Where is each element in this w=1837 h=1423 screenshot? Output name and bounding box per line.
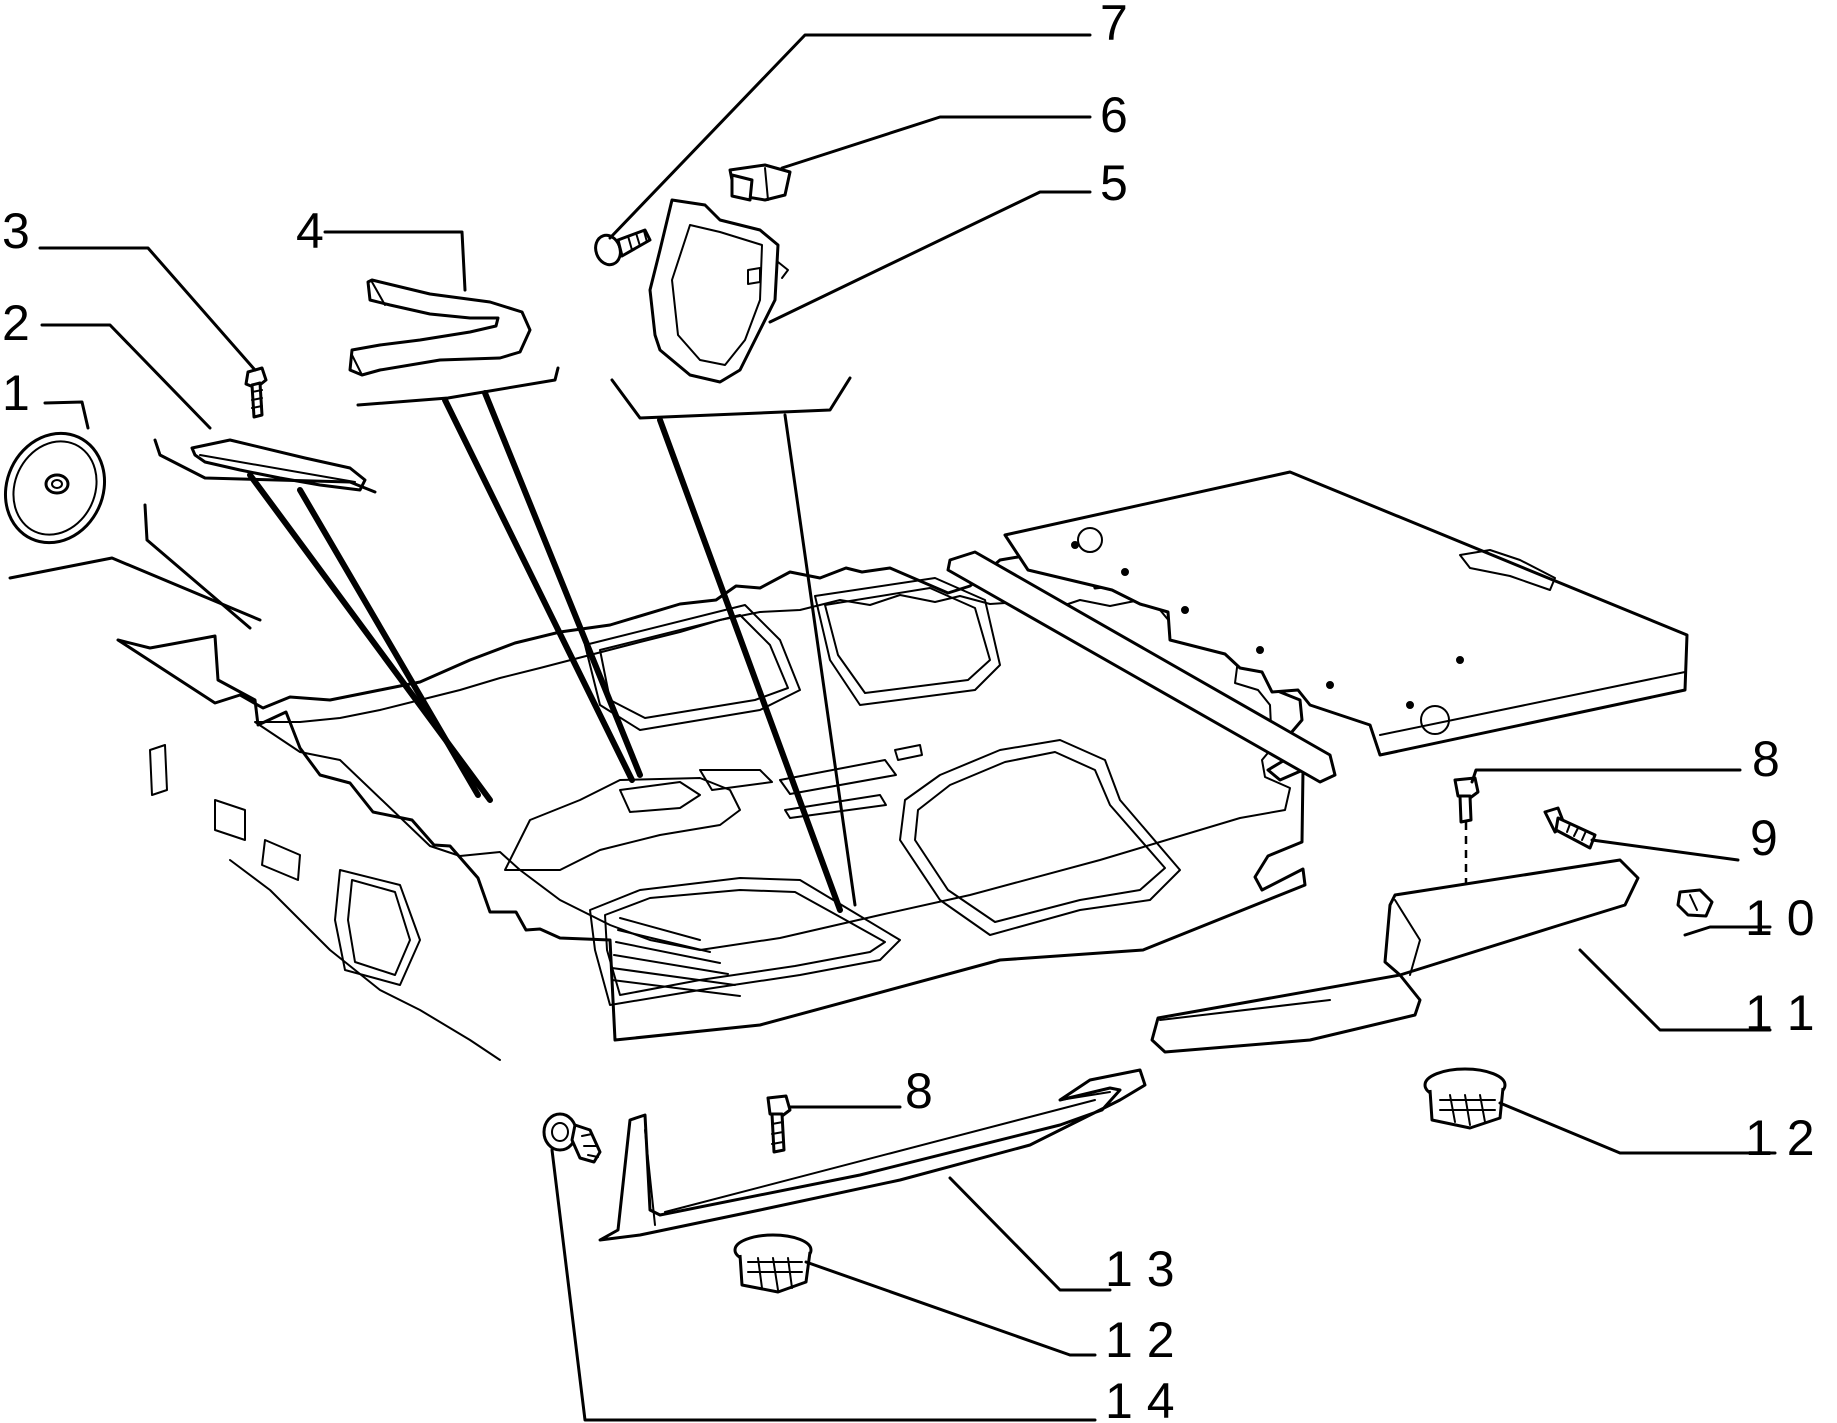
callout-12-lower: 1 2 xyxy=(1105,1312,1175,1368)
callout-4: 4 xyxy=(296,203,324,259)
part-6-clip xyxy=(728,163,792,202)
callout-3: 3 xyxy=(2,203,30,259)
callout-1: 1 xyxy=(2,365,30,421)
part-5-end-cap xyxy=(648,198,789,384)
part-14-plug-screw xyxy=(542,1112,602,1164)
part-3-screw xyxy=(244,366,268,419)
rear-floor-panel xyxy=(1003,470,1689,757)
part-1-round-cover xyxy=(3,431,107,545)
part-2-rail-bracket xyxy=(190,438,367,492)
floor-pan xyxy=(116,553,1307,1061)
callout-8-lower: 8 xyxy=(905,1063,933,1119)
callout-9: 9 xyxy=(1750,810,1778,866)
part-8-screw-lower xyxy=(766,1094,792,1154)
part-13-front-sill-trim xyxy=(598,1068,1147,1242)
part-12-grommet-upper xyxy=(1423,1067,1507,1130)
part-12-grommet-lower xyxy=(733,1233,813,1294)
callout-12-upper: 1 2 xyxy=(1745,1110,1815,1166)
callout-5: 5 xyxy=(1100,155,1128,211)
callout-10: 1 0 xyxy=(1745,890,1815,946)
callout-14: 1 4 xyxy=(1105,1373,1175,1423)
part-11-rear-sill-trim xyxy=(1150,858,1640,1054)
part-10-clip xyxy=(1676,888,1714,918)
callout-8-upper: 8 xyxy=(1752,731,1780,787)
callout-2: 2 xyxy=(2,295,30,351)
callout-7: 7 xyxy=(1100,0,1128,51)
leader-lines xyxy=(38,33,1777,1422)
callout-13: 1 3 xyxy=(1105,1241,1175,1297)
group-brackets xyxy=(8,366,857,913)
callout-6: 6 xyxy=(1100,87,1128,143)
callout-11: 1 1 xyxy=(1745,985,1815,1041)
cross-strip xyxy=(946,550,1337,784)
part-7-screw xyxy=(594,228,652,267)
part-9-bolt xyxy=(1543,806,1597,850)
part-4-u-clip xyxy=(348,278,532,377)
